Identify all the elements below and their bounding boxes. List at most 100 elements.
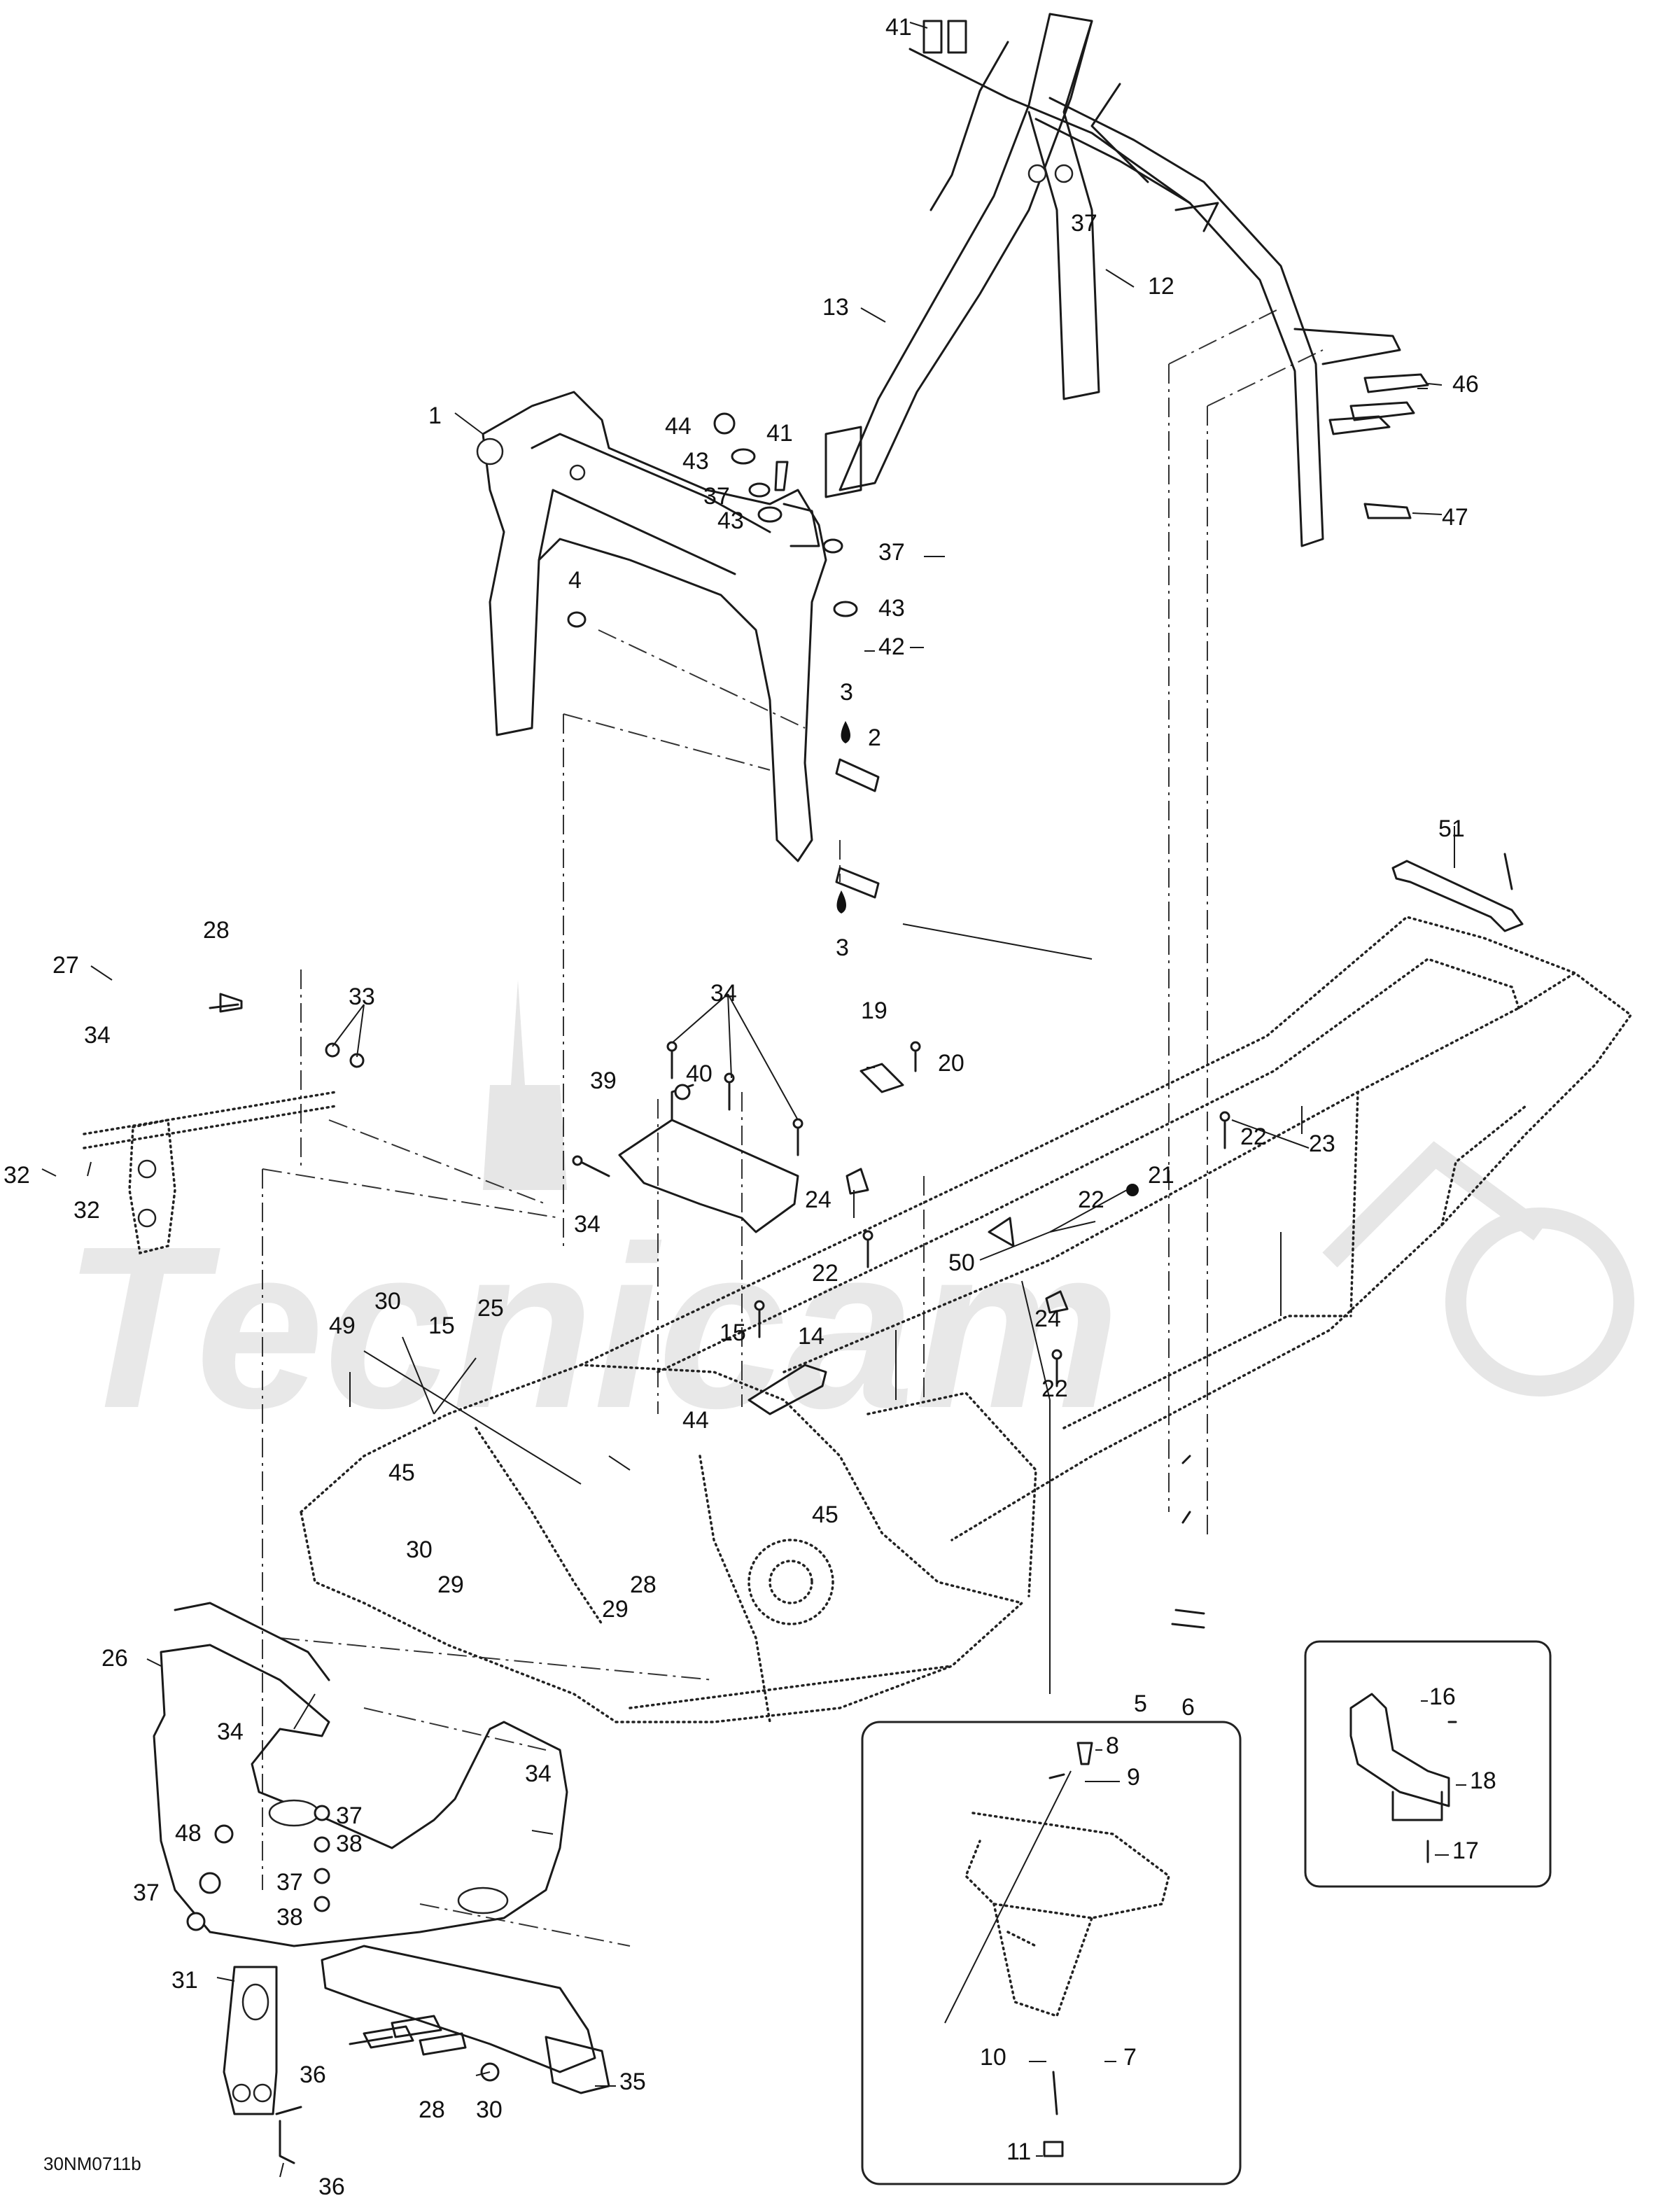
callout-45: 45: [388, 1460, 415, 1486]
callout-30: 30: [476, 2096, 503, 2123]
callout-33: 33: [349, 983, 375, 1010]
callout-44: 44: [665, 413, 692, 440]
small-parts-5-6: [1171, 1609, 1205, 1629]
figure-reference-code: 30NM0711b: [43, 2153, 141, 2174]
clips-19-24: [845, 1063, 1069, 1314]
callout-51: 51: [1438, 816, 1465, 842]
callout-37: 37: [276, 1869, 303, 1896]
callout-32: 32: [3, 1162, 30, 1189]
callout-40: 40: [686, 1060, 713, 1087]
callout-34: 34: [525, 1760, 552, 1787]
callout-37: 37: [336, 1802, 363, 1829]
chassis-assembly: [300, 1364, 1037, 1723]
callout-43: 43: [878, 595, 905, 622]
callout-5: 5: [1134, 1690, 1147, 1717]
assembly-lines: [262, 307, 1324, 1947]
callout-8: 8: [1106, 1732, 1119, 1759]
upper-frame-assembly: [825, 13, 1401, 547]
callout-16: 16: [1429, 1684, 1456, 1710]
callout-37: 37: [133, 1879, 160, 1906]
callout-32: 32: [73, 1197, 100, 1224]
callout-22: 22: [812, 1260, 838, 1287]
callout-41: 41: [885, 14, 912, 41]
bracket-51: [1391, 860, 1524, 932]
callout-7: 7: [1123, 2044, 1137, 2071]
callout-21: 21: [1148, 1162, 1174, 1189]
callout-3: 3: [836, 934, 849, 961]
callout-6: 6: [1181, 1694, 1195, 1721]
callout-48: 48: [175, 1820, 202, 1847]
callout-38: 38: [336, 1830, 363, 1857]
bracket-31: [223, 1966, 302, 2164]
callout-26: 26: [101, 1645, 128, 1672]
rivets: [572, 853, 1513, 1524]
leader-lines: [41, 22, 1455, 2178]
callout-45: 45: [812, 1502, 838, 1528]
callout-11: 11: [1006, 2138, 1031, 2165]
callout-39: 39: [590, 1068, 617, 1094]
callout-34: 34: [84, 1022, 111, 1049]
callout-34: 34: [574, 1211, 601, 1238]
callout-43: 43: [717, 507, 744, 534]
callout-dashes: [864, 388, 1466, 2157]
watermark-text: Tecnicam: [63, 1198, 1120, 1456]
callout-3: 3: [840, 679, 853, 706]
callout-43: 43: [682, 448, 709, 475]
callout-18: 18: [1470, 1768, 1496, 1794]
callout-2: 2: [868, 724, 881, 751]
callout-41: 41: [766, 420, 793, 447]
callout-34: 34: [217, 1718, 244, 1745]
callout-35: 35: [619, 2068, 646, 2095]
threadlocker-icon: [836, 890, 846, 913]
inset-ski-hook: [1304, 1640, 1552, 1888]
callout-22: 22: [1240, 1124, 1267, 1150]
callout-46: 46: [1452, 371, 1479, 398]
bullet-marker-icon: [1126, 1184, 1139, 1196]
callout-23: 23: [1309, 1130, 1335, 1157]
callout-29: 29: [602, 1596, 629, 1623]
callout-28: 28: [630, 1572, 657, 1598]
inset-skid-plate: [861, 1721, 1242, 2185]
watermark: Tecnicam: [63, 980, 1634, 1456]
callout-36: 36: [318, 2174, 345, 2200]
bolts-41-top: [922, 20, 967, 54]
callout-44: 44: [682, 1407, 709, 1434]
callout-22: 22: [1078, 1186, 1104, 1213]
callout-28: 28: [203, 917, 230, 944]
callout-31: 31: [171, 1967, 198, 1994]
callout-30: 30: [374, 1288, 401, 1315]
callout-15: 15: [720, 1320, 746, 1346]
callout-12: 12: [1148, 273, 1174, 300]
callout-28: 28: [419, 2096, 445, 2123]
crossmember-35: [321, 1945, 610, 2094]
callout-30: 30: [406, 1536, 433, 1563]
callout-50: 50: [948, 1250, 975, 1276]
side-panel-26: [153, 1602, 568, 1947]
callout-37: 37: [703, 483, 730, 510]
callout-37: 37: [1071, 210, 1097, 237]
callout-19: 19: [861, 997, 887, 1024]
callout-38: 38: [276, 1904, 303, 1931]
callout-25: 25: [477, 1295, 504, 1322]
threadlocker-symbols: [836, 721, 1139, 1196]
callout-14: 14: [798, 1323, 825, 1350]
callout-13: 13: [822, 294, 849, 321]
bolts-46-47: [1328, 373, 1429, 519]
side-bracket-32: [83, 993, 365, 1255]
callout-1: 1: [428, 402, 442, 429]
callout-10: 10: [980, 2044, 1006, 2071]
callout-29: 29: [437, 1572, 464, 1598]
callout-49: 49: [329, 1312, 356, 1339]
callout-37: 37: [878, 539, 905, 566]
callout-15: 15: [428, 1312, 455, 1339]
callout-34: 34: [710, 980, 737, 1007]
callout-9: 9: [1127, 1764, 1140, 1791]
callout-47: 47: [1442, 504, 1468, 531]
callout-4: 4: [568, 567, 582, 594]
front-frame-fasteners: [567, 412, 880, 899]
callout-24: 24: [805, 1186, 831, 1213]
callout-17: 17: [1452, 1837, 1479, 1864]
callout-labels: 41 37 12 13 46 47 1 44 41 43 37 43 37 43…: [3, 14, 1496, 2200]
